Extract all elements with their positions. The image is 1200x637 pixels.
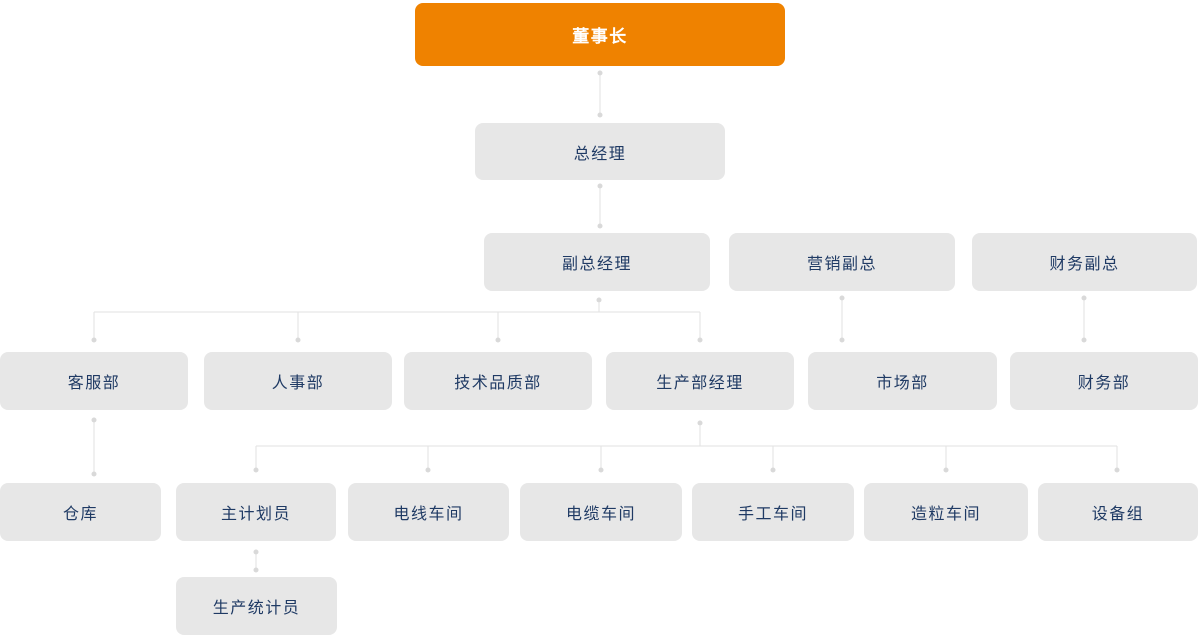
org-node-deputy-general-manager[interactable]: 副总经理 [484,233,710,291]
org-node-chief-planner[interactable]: 主计划员 [176,483,336,541]
org-node-market-dept[interactable]: 市场部 [808,352,997,410]
connector-marketingvp-market [839,295,845,343]
org-node-warehouse[interactable]: 仓库 [0,483,161,541]
connector-production-branch [253,420,1120,473]
org-node-finance-dept[interactable]: 财务部 [1010,352,1198,410]
org-node-hr-dept[interactable]: 人事部 [204,352,392,410]
org-node-wire-workshop[interactable]: 电线车间 [348,483,509,541]
connector-custsvc-warehouse [91,417,97,477]
org-node-chairman[interactable]: 董事长 [415,3,785,66]
connector-gm-deputy [597,183,603,229]
org-node-tech-quality-dept[interactable]: 技术品质部 [404,352,592,410]
org-node-production-statistician[interactable]: 生产统计员 [176,577,337,635]
org-node-equipment-group[interactable]: 设备组 [1038,483,1198,541]
org-node-manual-workshop[interactable]: 手工车间 [692,483,854,541]
org-node-marketing-vp[interactable]: 营销副总 [729,233,955,291]
org-node-general-manager[interactable]: 总经理 [475,123,725,180]
connector-financevp-finance [1081,295,1087,343]
connector-deputy-branch [91,297,703,343]
org-node-finance-vp[interactable]: 财务副总 [972,233,1197,291]
connector-chairman-gm [597,70,603,118]
org-node-production-dept-manager[interactable]: 生产部经理 [606,352,794,410]
org-node-granulation-workshop[interactable]: 造粒车间 [864,483,1028,541]
org-node-customer-service-dept[interactable]: 客服部 [0,352,188,410]
connector-planner-statistician [253,549,259,573]
org-node-cable-workshop[interactable]: 电缆车间 [520,483,682,541]
